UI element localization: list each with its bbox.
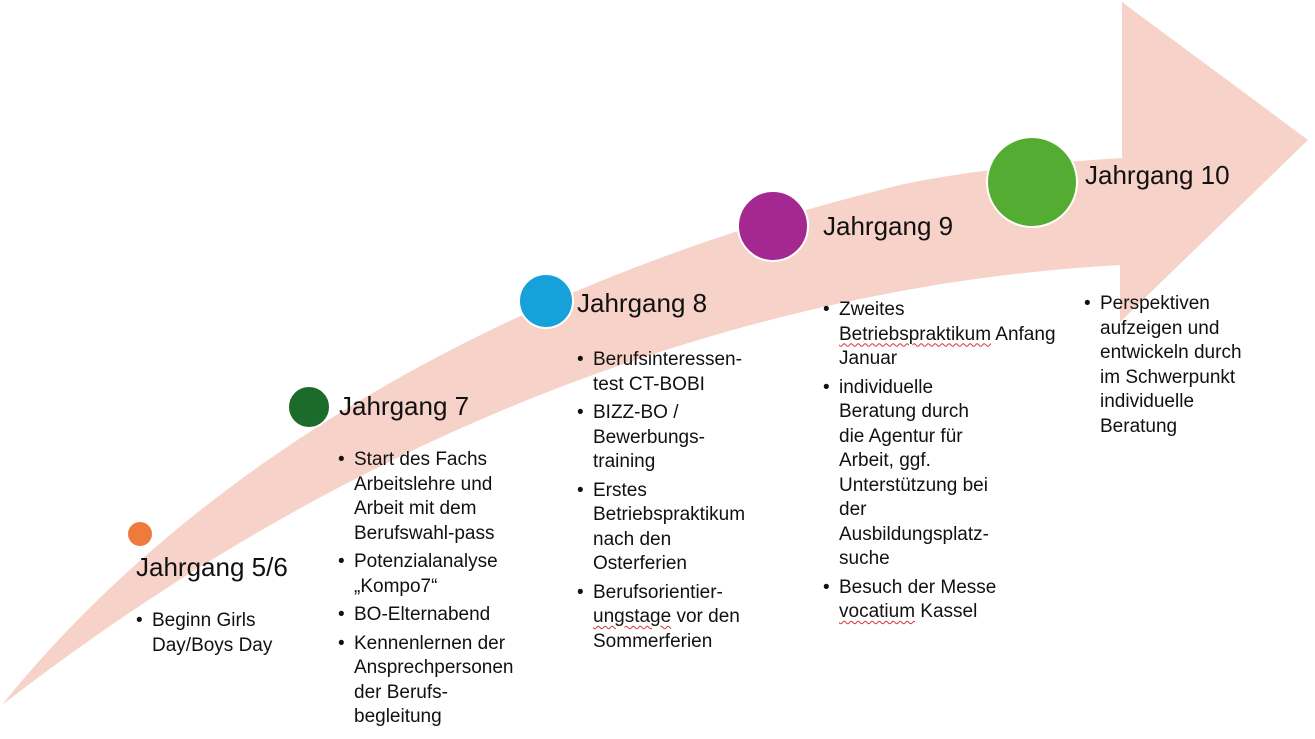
stage-dot-8 — [518, 273, 574, 329]
bullet-line: vocatium Kassel — [839, 601, 978, 622]
bullet-line: Beratung — [1100, 415, 1178, 437]
bullet-line: BO-Elternabend — [354, 604, 491, 625]
stage-title-10: Jahrgang 10 — [1085, 160, 1230, 190]
bullet-line: Betriebspraktikum Anfang — [839, 323, 1056, 345]
stage-list-10: Perspektiven aufzeigen und entwickeln durc… — [1084, 292, 1294, 443]
bullet-line: „Kompo7“ — [354, 575, 438, 597]
bullet-line: suche — [839, 548, 890, 569]
bullet-item: Potenzialanalyse „Kompo7“ — [338, 550, 548, 599]
bullet-line: Perspektiven — [1100, 293, 1210, 314]
stage-title-9: Jahrgang 9 — [823, 211, 954, 241]
bullet-line: Besuch der Messe — [839, 576, 997, 598]
stage-dot-7 — [287, 385, 331, 429]
bullet-line: Betriebspraktikum — [593, 504, 746, 525]
bullet-line: Januar — [839, 348, 898, 369]
bullet-line: nach den — [593, 528, 672, 550]
bullet-line: individuelle — [839, 376, 934, 398]
stage-title-5-6: Jahrgang 5/6 — [136, 552, 288, 582]
bullet-line: Potenzialanalyse — [354, 551, 498, 572]
bullet-line: Erstes — [593, 479, 647, 501]
bullet-line: Kennenlernen der — [354, 632, 506, 654]
bullet-line: Beratung durch — [839, 401, 969, 422]
bullet-line: aufzeigen und — [1100, 317, 1220, 339]
bullet-line: begleitung — [354, 706, 442, 727]
stage-dot-10 — [986, 136, 1078, 228]
bullet-line: Ansprechpersonen — [354, 657, 514, 678]
bullet-line: entwickeln durch — [1100, 342, 1242, 363]
bullet-line: training — [593, 451, 656, 472]
bullet-line: test CT-BOBI — [593, 373, 705, 395]
bullet-line: Zweites — [839, 299, 905, 320]
bullet-line: im Schwerpunkt — [1100, 366, 1236, 388]
bullet-line: Bewerbungs- — [593, 426, 705, 448]
stage-title-7: Jahrgang 7 — [339, 391, 470, 421]
bullet-item: BO-Elternabend — [338, 603, 548, 628]
bullet-item: BIZZ-BO / Bewerbungs-training — [577, 401, 787, 475]
bullet-line: Berufsorientier- — [593, 581, 723, 603]
bullet-item: Besuch der Messe vocatium Kassel — [823, 576, 1033, 625]
bullet-line: Start des Fachs — [354, 449, 488, 470]
stage-dot-9 — [737, 190, 809, 262]
bullet-line: individuelle — [1100, 391, 1195, 412]
bullet-line: ungstage vor den — [593, 606, 740, 627]
bullet-line: Unterstützung bei — [839, 474, 988, 496]
bullet-line: Arbeitslehre und — [354, 473, 493, 495]
bullet-line: die Agentur für — [839, 425, 963, 447]
bullet-line: Berufswahl-pass — [354, 522, 495, 544]
bullet-line: Ausbildungsplatz- — [839, 523, 989, 545]
bullet-line: Sommerferien — [593, 630, 713, 652]
bullet-line: Osterferien — [593, 553, 687, 574]
bullet-line: Beginn Girls — [152, 610, 256, 631]
bullet-item: Perspektiven aufzeigen und entwickeln durc… — [1084, 292, 1294, 439]
stage-list-8: Berufsinteressen-test CT-BOBI BIZZ-BO / Be… — [577, 348, 787, 658]
stage-title-8: Jahrgang 8 — [577, 288, 708, 318]
bullet-line: der — [839, 499, 867, 520]
bullet-line: Day/Boys Day — [152, 634, 273, 656]
arrow-shape — [2, 2, 1308, 705]
bullet-line: Arbeit, ggf. — [839, 450, 931, 471]
bullet-line: Arbeit mit dem — [354, 498, 477, 519]
bullet-item: Berufsinteressen-test CT-BOBI — [577, 348, 787, 397]
stage-dot-5-6 — [126, 520, 154, 548]
bullet-line: der Berufs- — [354, 681, 448, 703]
bullet-line: BIZZ-BO / — [593, 402, 679, 423]
bullet-item: Berufsorientier-ungstage vor denSommerfe… — [577, 581, 787, 655]
bullet-line: Berufsinteressen- — [593, 349, 742, 370]
